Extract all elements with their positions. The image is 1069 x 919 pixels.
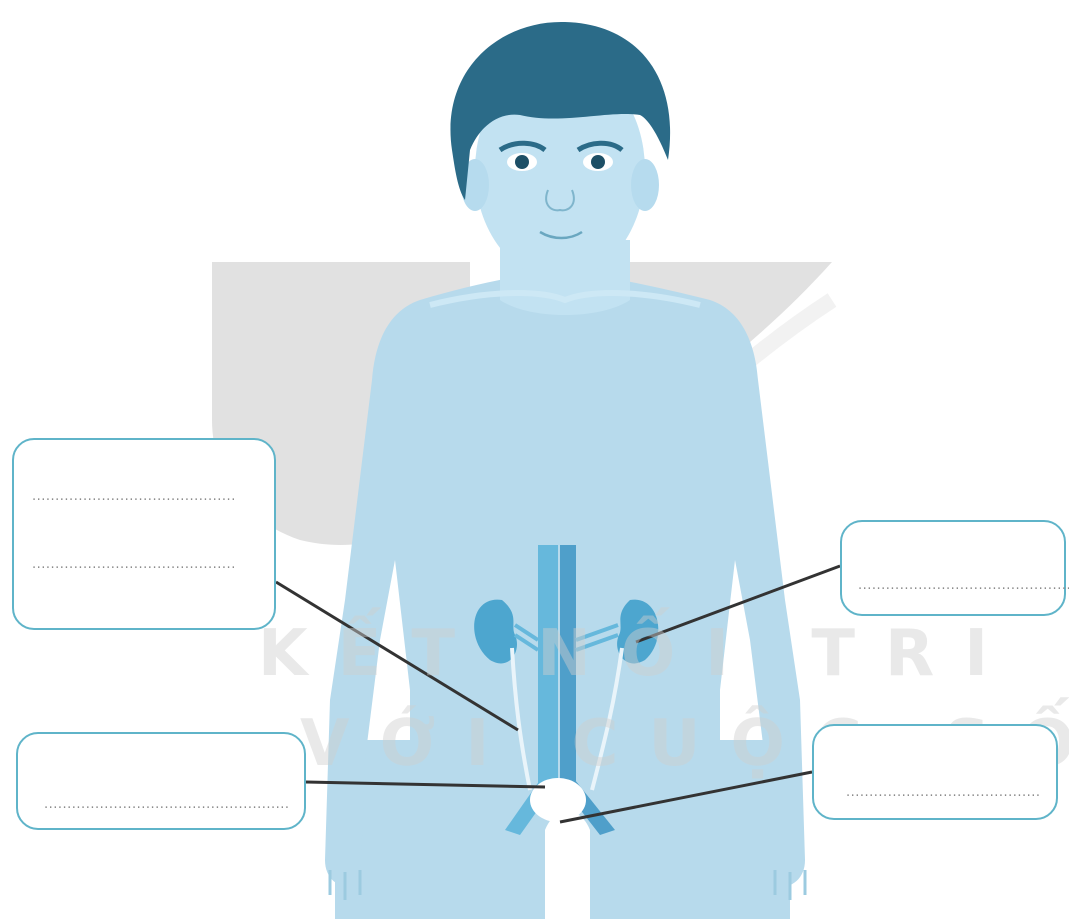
watermark-text-line1: KẾT NỐI TRI THỨC [258, 622, 1069, 686]
label-box-lower-right[interactable]: ........................................… [812, 724, 1058, 820]
label-box-upper-left[interactable]: ........................................… [12, 438, 276, 630]
label-box-lower-left[interactable]: ........................................… [16, 732, 306, 830]
label-box-right-kidney[interactable]: ........................................… [840, 520, 1066, 616]
answer-line-1[interactable]: ........................................… [32, 490, 236, 503]
head [450, 22, 670, 280]
answer-line-1[interactable]: ........................................… [44, 798, 290, 811]
answer-line-1[interactable]: ........................................… [846, 786, 1041, 799]
answer-line-2[interactable]: ........................................… [32, 558, 236, 571]
answer-line-1[interactable]: ........................................… [858, 579, 1069, 592]
bladder [530, 778, 586, 822]
